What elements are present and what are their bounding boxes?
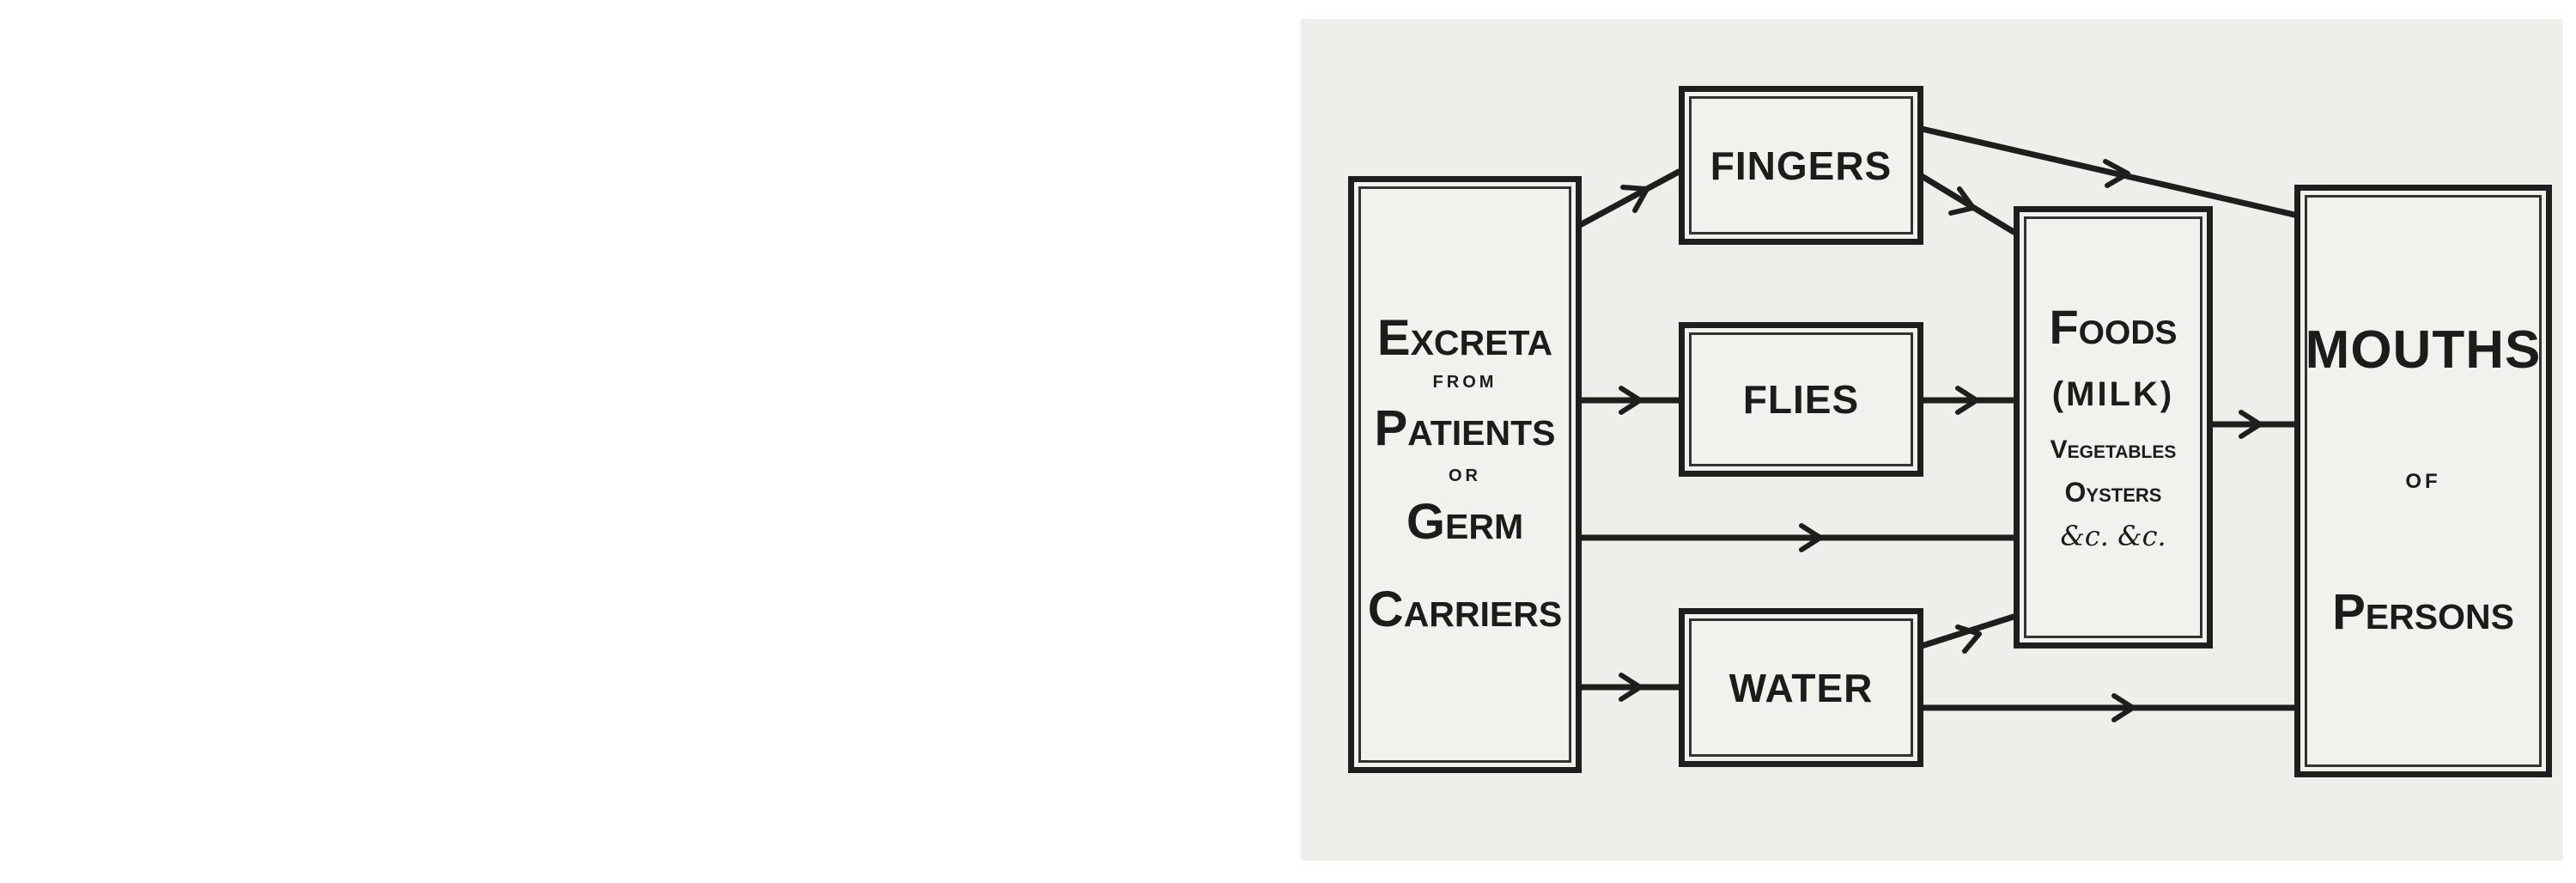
fingers-box: FINGERS — [1679, 86, 1923, 245]
water-box: WATER — [1679, 608, 1923, 767]
patients-label: Patients — [1374, 399, 1556, 456]
persons-label: Persons — [2332, 583, 2514, 640]
fingers-label: FINGERS — [1710, 143, 1893, 188]
water-label: WATER — [1728, 665, 1874, 710]
arrowhead-fingers-mouths — [2103, 159, 2130, 188]
carriers-label: Carriers — [1367, 582, 1563, 638]
mouths-box: MOUTHS OF Persons — [2294, 185, 2552, 777]
oysters-label: Oysters — [2064, 477, 2162, 508]
flies-box: FLIES — [1679, 322, 1923, 477]
vegetables-label: Vegetables — [2050, 435, 2177, 465]
of-label: OF — [2405, 469, 2441, 493]
etc-label: &c. &c. — [2060, 519, 2166, 552]
arrowhead-flies — [1619, 386, 1643, 415]
foods-label: Foods — [2049, 300, 2178, 355]
flies-label: FLIES — [1742, 377, 1860, 422]
milk-label: (MILK) — [2051, 375, 2175, 414]
arrowhead-excreta-foods — [1799, 523, 1823, 552]
arrowhead-flies-foods — [1955, 386, 1979, 415]
arrowhead-fingers — [1620, 185, 1649, 213]
excreta-box: Excreta FROM Patients OR Germ Carriers — [1348, 176, 1582, 773]
arrowhead-water-foods — [1955, 624, 1982, 654]
excreta-label: Excreta — [1376, 309, 1553, 366]
arrow-fingers-to-mouths — [1918, 125, 2298, 218]
arrowhead-foods-mouths — [2239, 410, 2263, 439]
arrowhead-water-mouths — [2111, 693, 2136, 722]
arrowhead-fingers-foods — [1948, 186, 1976, 216]
mouths-label: MOUTHS — [2305, 320, 2542, 380]
or-label: OR — [1449, 466, 1481, 485]
arrowhead-water — [1619, 673, 1643, 702]
arrow-excreta-to-fingers — [1577, 168, 1682, 228]
foods-box: Foods (MILK) Vegetables Oysters &c. &c. — [2014, 206, 2213, 649]
germ-label: Germ — [1406, 493, 1524, 550]
from-label: FROM — [1432, 372, 1498, 392]
